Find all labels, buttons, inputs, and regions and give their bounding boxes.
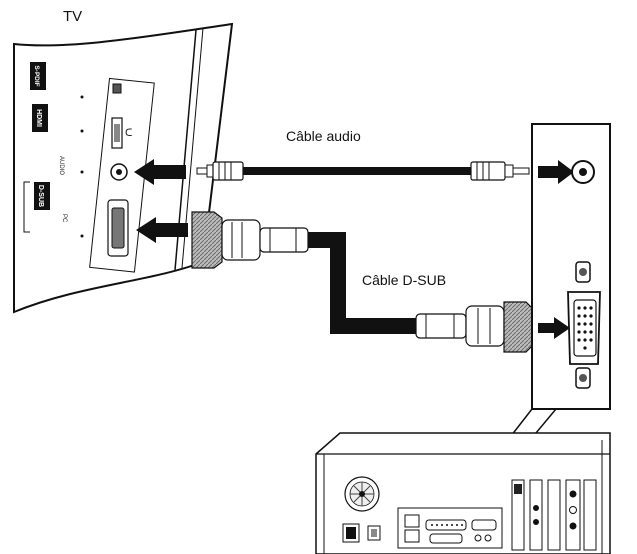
- audio-cable: [196, 161, 530, 181]
- arrow-left-icon: [134, 159, 186, 185]
- tv-spdif-port: [112, 83, 122, 94]
- svg-text:S-PDIF: S-PDIF: [33, 65, 40, 86]
- vga-port-icon: [567, 261, 601, 389]
- expansion-slots: [511, 479, 597, 551]
- audio-jack-icon: [110, 163, 128, 181]
- hdmi-port-icon: ᑕ: [111, 117, 132, 149]
- arrow-left-icon: [136, 217, 188, 243]
- tv-vga-port: [107, 199, 129, 257]
- motherboard-io-panel: [397, 507, 503, 549]
- tv-port-label-hdmi: HDMI: [32, 104, 48, 132]
- svg-text:D-SUB: D-SUB: [37, 185, 44, 207]
- audio-cable-label: Câble audio: [286, 128, 361, 144]
- dsub-cable-label: Câble D-SUB: [362, 272, 446, 288]
- pc-audio-jack: [571, 160, 595, 184]
- power-supply-switch: [342, 523, 381, 543]
- fan-icon: [344, 476, 380, 512]
- svg-text:ᑕ: ᑕ: [125, 128, 132, 139]
- svg-text:HDMI: HDMI: [35, 109, 42, 127]
- arrow-right-icon: [538, 317, 570, 339]
- tv-label: TV: [63, 8, 82, 25]
- tv-port-label-dsub: D-SUB: [34, 182, 50, 210]
- arrow-right-icon: [538, 160, 574, 184]
- tv-audio-label: AUDIO: [58, 156, 64, 175]
- dsub-cable: [191, 211, 533, 353]
- tv-pc-label: PC: [61, 214, 67, 223]
- tv-led-dots: [80, 95, 84, 238]
- tv-port-label-spdif: S-PDIF: [30, 62, 46, 90]
